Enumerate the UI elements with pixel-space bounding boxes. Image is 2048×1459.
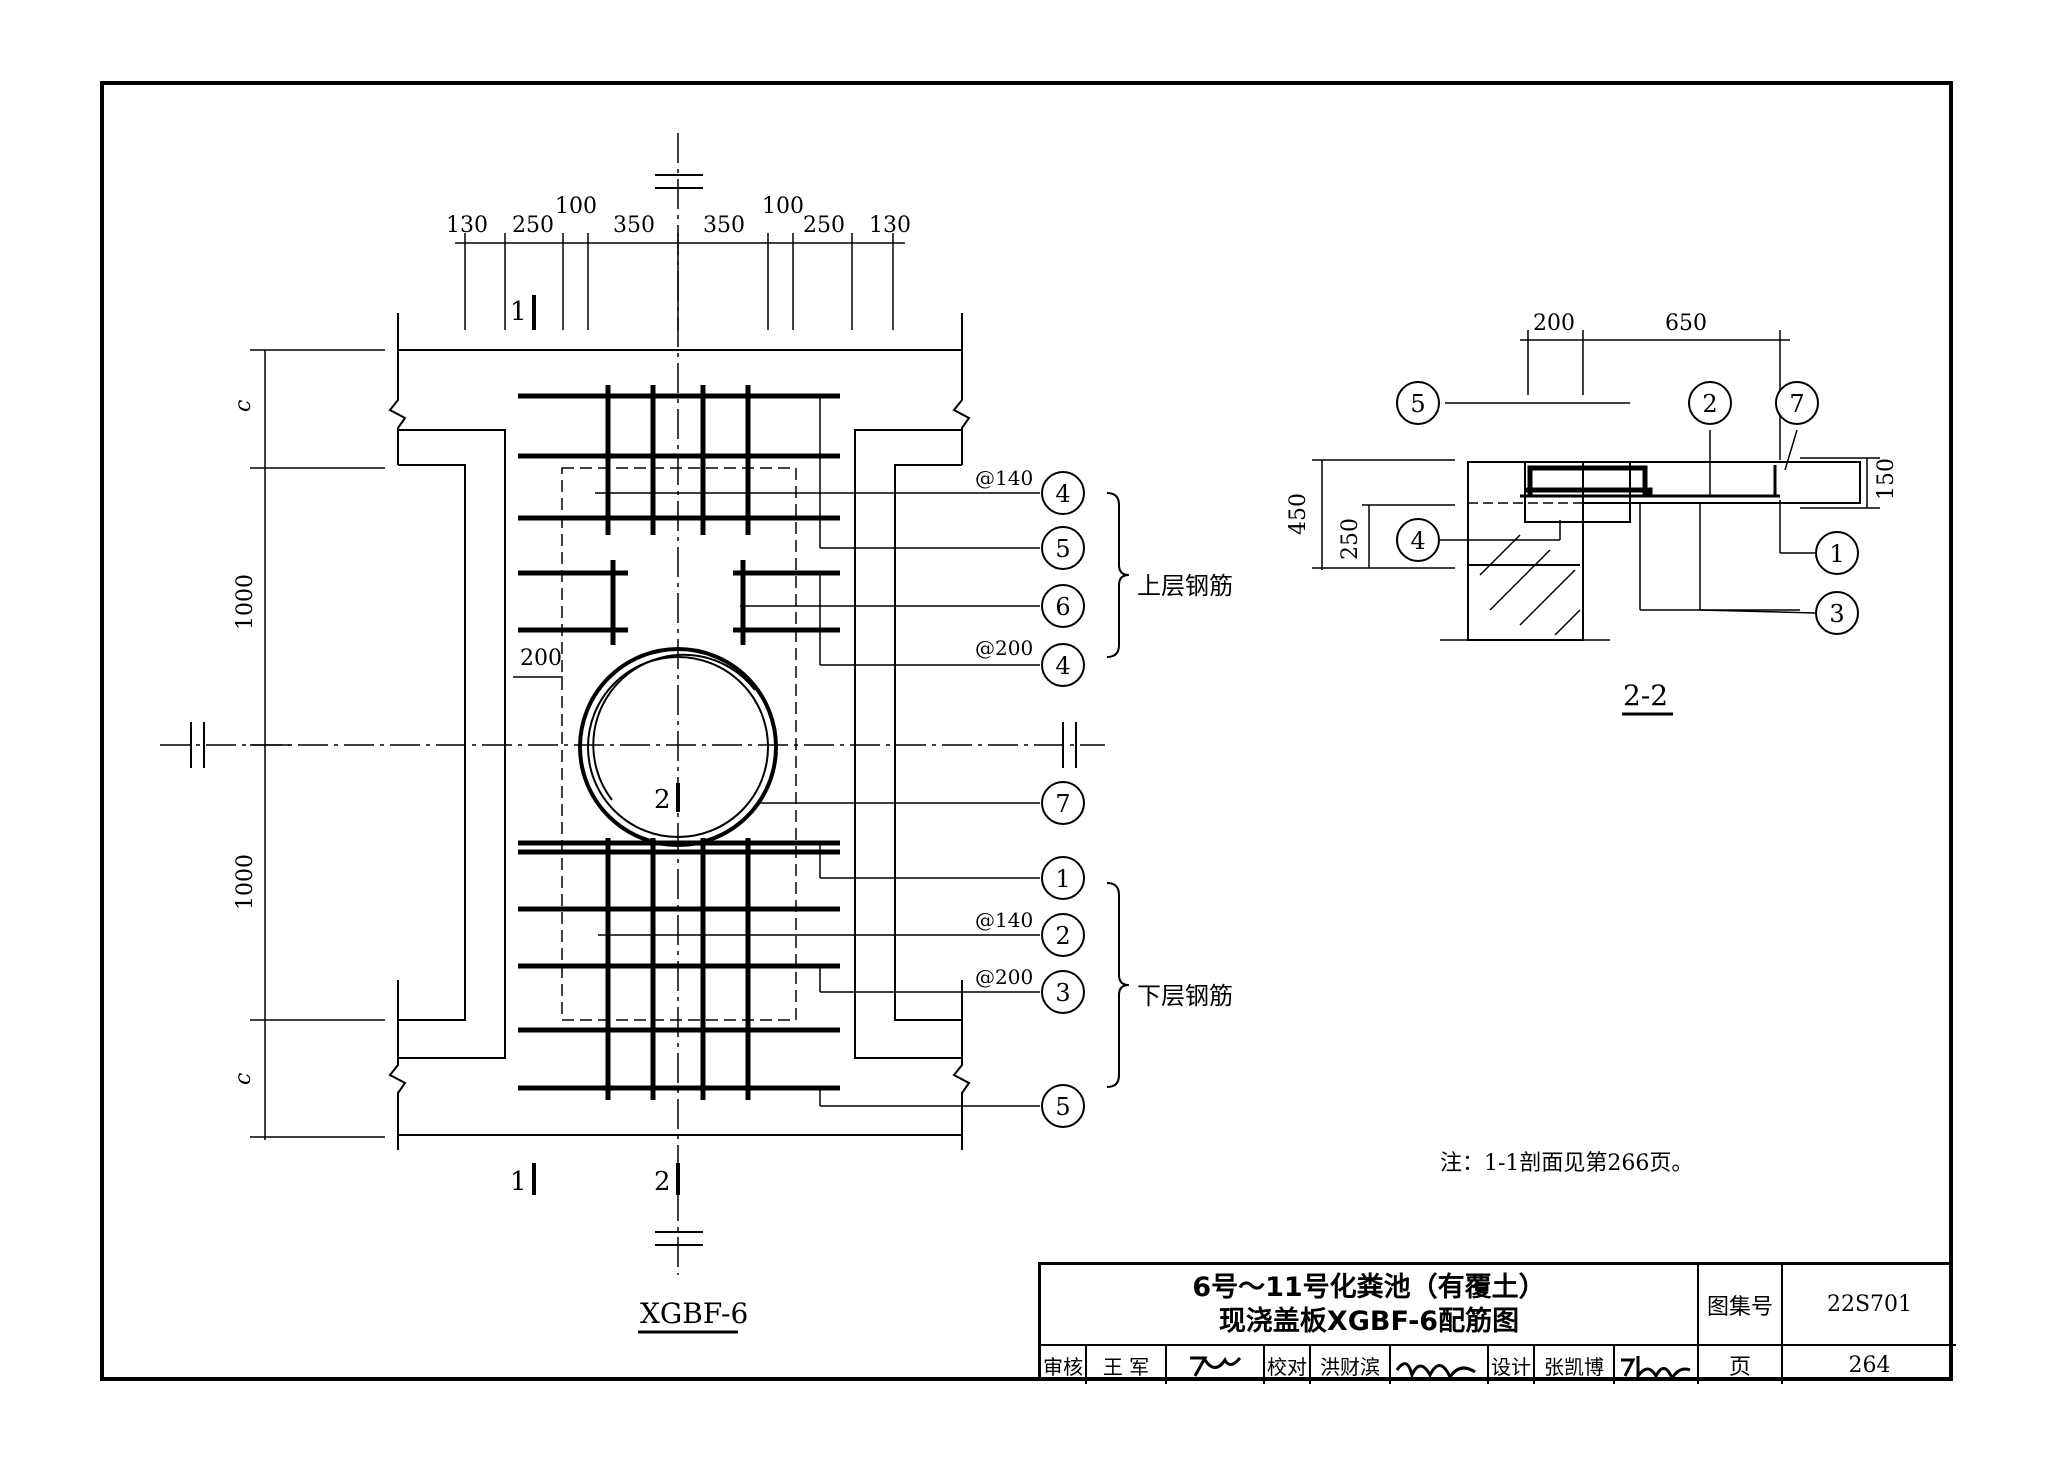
inner-dim-200: 200 [520, 646, 562, 671]
note: 注：1-1剖面见第266页。 [1440, 1151, 1693, 1176]
section-callout-4: 4 [1410, 527, 1425, 555]
callout-7: 7 [1055, 790, 1070, 818]
reviewer-cell: 王 军 [1087, 1346, 1167, 1384]
section-mark-1-top: 1 [510, 297, 527, 327]
upper-rebar-label: 上层钢筋 [1137, 572, 1233, 600]
callout-5-upper: 5 [1055, 535, 1070, 563]
check-label-cell: 校对 [1265, 1346, 1311, 1384]
left-dim-1000-bottom: 1000 [233, 854, 258, 910]
title-line-2: 现浇盖板XGBF-6配筋图 [1218, 1305, 1520, 1337]
opening-dashed [561, 467, 797, 1021]
reviewer-signature [1190, 1356, 1242, 1377]
section-dim-650: 650 [1665, 311, 1707, 336]
section-dim-250: 250 [1338, 518, 1363, 560]
callout-5-lower: 5 [1055, 1093, 1070, 1121]
top-dim-4: 350 [613, 213, 655, 238]
review-label-cell: 审核 [1041, 1346, 1087, 1384]
callout-6: 6 [1055, 593, 1070, 621]
top-dimension-line [455, 233, 905, 330]
upper-rebars [518, 385, 840, 645]
design-label-cell: 设计 [1489, 1346, 1535, 1384]
section-callout-2: 2 [1702, 390, 1717, 418]
drawing-text: 130 250 100 350 350 100 250 130 c 1000 1… [231, 194, 1899, 1334]
section-caption: 2-2 [1623, 679, 1668, 712]
spacing-lower-200: @200 [975, 965, 1033, 989]
page-number-cell: 264 [1783, 1346, 1956, 1384]
top-dim-2: 250 [512, 213, 554, 238]
atlas-number: 22S701 [1826, 1292, 1913, 1317]
top-dim-1: 130 [446, 213, 488, 238]
callout-3: 3 [1055, 979, 1070, 1007]
checker-signature-cell [1391, 1346, 1489, 1384]
left-dim-c-top: c [231, 400, 256, 412]
check-label: 校对 [1267, 1354, 1307, 1379]
section-cut-marks [532, 295, 680, 1195]
atlas-number-cell: 22S701 [1783, 1265, 1956, 1346]
callout-4-upper: 4 [1055, 480, 1070, 508]
left-dimension-line [250, 349, 563, 1140]
slab-outline [388, 313, 971, 1150]
top-dim-8: 130 [869, 213, 911, 238]
plan-view [160, 133, 1130, 1275]
title-cell: 6号～11号化粪池（有覆土） 现浇盖板XGBF-6配筋图 [1041, 1265, 1699, 1346]
drawing-frame [100, 81, 1953, 1381]
spacing-upper-140: @140 [975, 466, 1033, 490]
designer-name: 张凯博 [1544, 1354, 1604, 1379]
upper-brace [1106, 492, 1130, 658]
top-dim-6: 100 [762, 194, 804, 219]
callout-2: 2 [1055, 922, 1070, 950]
atlas-label: 图集号 [1706, 1294, 1773, 1320]
top-dim-5: 350 [703, 213, 745, 238]
designer-signature-cell [1615, 1346, 1699, 1384]
callout-circles [1041, 381, 1859, 1128]
page-label-cell: 页 [1699, 1346, 1783, 1384]
checker-cell: 洪财滨 [1311, 1346, 1391, 1384]
left-dim-1000-top: 1000 [233, 574, 258, 630]
lower-rebars [518, 838, 840, 1100]
plan-caption: XGBF-6 [640, 1297, 748, 1330]
section-callout-7: 7 [1789, 390, 1804, 418]
designer-signature [1621, 1356, 1691, 1380]
lower-brace [1106, 882, 1130, 1088]
checker-signature [1395, 1362, 1476, 1380]
page-number: 264 [1848, 1352, 1891, 1378]
top-dim-7: 250 [803, 213, 845, 238]
page-label: 页 [1728, 1355, 1751, 1380]
left-dim-c-bottom: c [231, 1073, 256, 1085]
section-callout-3: 3 [1829, 600, 1844, 628]
leader-lines [595, 396, 1040, 1107]
reviewer-signature-cell [1167, 1346, 1265, 1384]
callout-1: 1 [1055, 865, 1070, 893]
section-mark-2-bottom: 2 [654, 1167, 671, 1197]
title-line-1: 6号～11号化粪池（有覆土） [1192, 1271, 1546, 1303]
section-dim-450: 450 [1286, 493, 1311, 535]
spacing-lower-140: @140 [975, 908, 1033, 932]
checker-name: 洪财滨 [1320, 1354, 1380, 1379]
section-callout-1: 1 [1829, 540, 1844, 568]
reviewer-name: 王 军 [1102, 1354, 1150, 1379]
title-block: 6号～11号化粪池（有覆土） 现浇盖板XGBF-6配筋图 图集号 22S701 … [1038, 1262, 1956, 1384]
section-dim-150: 150 [1874, 458, 1899, 500]
spacing-upper-200: @200 [975, 636, 1033, 660]
review-label: 审核 [1043, 1354, 1083, 1379]
design-label: 设计 [1491, 1354, 1531, 1379]
section-2-2-view [1312, 330, 1880, 641]
axis-marks [190, 174, 1077, 1246]
atlas-label-cell: 图集号 [1699, 1265, 1783, 1346]
section-mark-2-center: 2 [654, 785, 671, 815]
designer-cell: 张凯博 [1535, 1346, 1615, 1384]
section-callout-5: 5 [1410, 390, 1425, 418]
lower-rebar-label: 下层钢筋 [1137, 982, 1233, 1010]
top-dim-3: 100 [555, 194, 597, 219]
callout-4-upper-2: 4 [1055, 652, 1070, 680]
section-dim-200: 200 [1533, 311, 1575, 336]
section-mark-1-bottom: 1 [510, 1167, 527, 1197]
